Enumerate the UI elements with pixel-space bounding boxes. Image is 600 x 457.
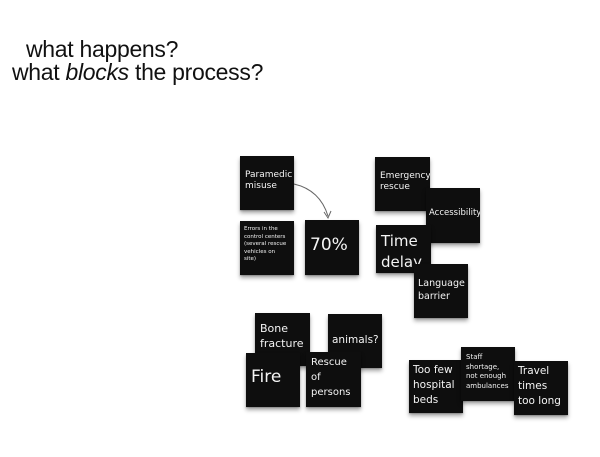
sticky-note-fire[interactable]: Fire — [246, 353, 300, 407]
connector-arrow-head — [323, 210, 332, 220]
sticky-note-text: Too few hospital beds — [413, 364, 455, 406]
sticky-note-text: 70% — [310, 235, 348, 255]
heading-line-2-emphasis: blocks — [65, 59, 129, 85]
sticky-note-text: Errors in the control centers (several r… — [244, 226, 287, 262]
connector-arrow-line — [293, 183, 329, 217]
heading-line-1-text: what happens? — [26, 36, 179, 62]
sticky-note-text: Fire — [251, 367, 282, 387]
sticky-note-control-center-errors[interactable]: Errors in the control centers (several r… — [240, 221, 294, 275]
sticky-note-text: Staff shortage, not enough ambulances — [466, 353, 509, 390]
sticky-note-language-barrier[interactable]: Language barrier — [414, 264, 468, 318]
sticky-note-rescue-of-persons[interactable]: Rescue of persons — [306, 352, 361, 407]
sticky-note-staff-shortage[interactable]: Staff shortage, not enough ambulances — [461, 347, 515, 401]
sticky-note-accessibility[interactable]: Accessibility — [426, 188, 480, 243]
sticky-note-text: Bone fracture — [260, 322, 304, 350]
sticky-note-text: Emergency rescue — [380, 171, 430, 192]
heading-line-2-suffix: the process? — [128, 59, 264, 85]
sticky-note-text: Language barrier — [418, 278, 465, 302]
sticky-note-text: Rescue of persons — [311, 357, 351, 398]
sticky-note-text: Time delay — [381, 232, 422, 271]
sticky-note-text: Travel times too long — [518, 365, 561, 407]
sticky-note-emergency-rescue[interactable]: Emergency rescue — [375, 157, 430, 211]
sticky-note-text: animals? — [332, 334, 379, 346]
heading-line-2-prefix: what — [12, 59, 66, 85]
sticky-note-text: Paramedic misuse — [245, 170, 293, 191]
sticky-note-text: Accessibility — [429, 208, 480, 218]
sticky-note-travel-times[interactable]: Travel times too long — [514, 361, 568, 415]
heading-line-2: what blocks the process? — [12, 61, 263, 84]
sticky-note-paramedic-misuse[interactable]: Paramedic misuse — [240, 156, 294, 210]
sticky-note-70-percent[interactable]: 70% — [305, 220, 359, 275]
sticky-note-time-delay[interactable]: Time delay — [376, 225, 431, 273]
sticky-note-hospital-beds[interactable]: Too few hospital beds — [409, 360, 463, 413]
heading-line-1: what happens? — [26, 38, 178, 61]
